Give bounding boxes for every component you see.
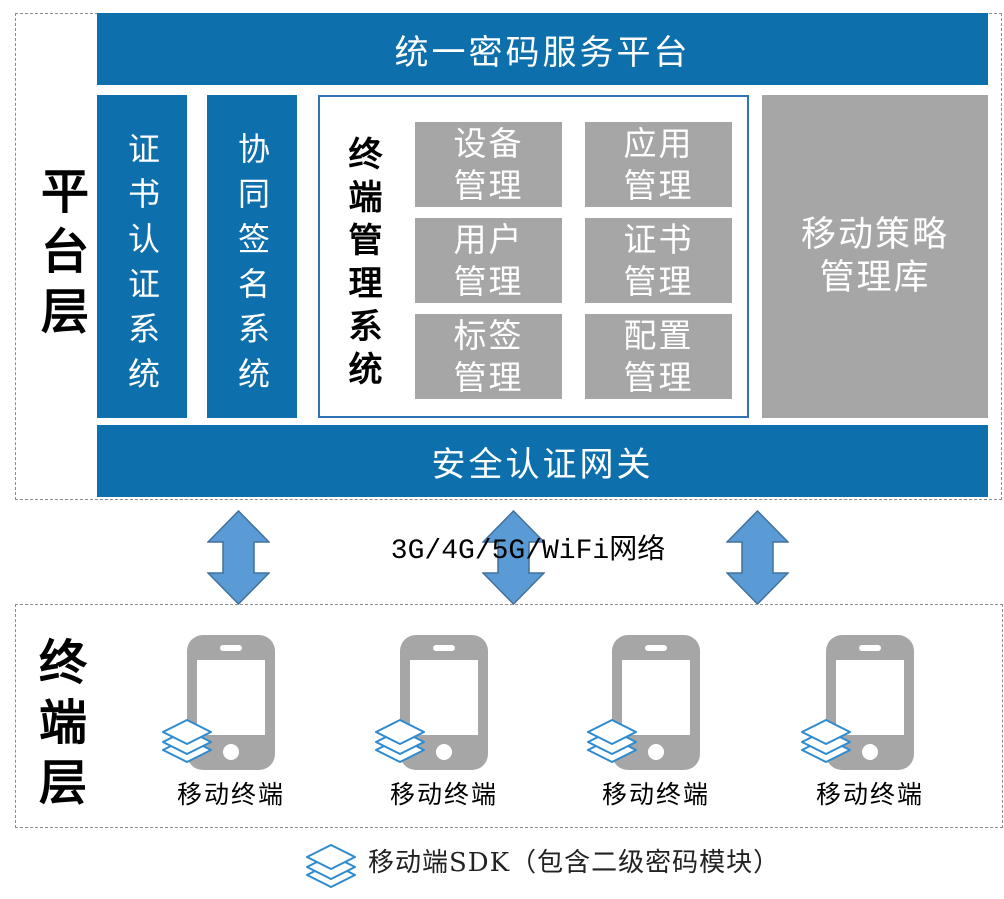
double-arrow-icon xyxy=(207,510,270,605)
terminal-mgmt-system-box: 终端管理系统 设备 管理 应用 管理 用户 管理 证书 管理 标签 管理 配置 … xyxy=(318,95,749,418)
module-line: 管理 xyxy=(623,165,694,205)
module-app-mgmt: 应用 管理 xyxy=(585,122,732,207)
module-line: 设备 xyxy=(453,123,524,163)
layers-icon xyxy=(587,719,637,763)
phone-screen xyxy=(410,660,478,735)
module-line: 管理 xyxy=(453,261,524,301)
phone-screen xyxy=(622,660,690,735)
terminal-mgmt-system-title: 终端管理系统 xyxy=(342,136,382,394)
mobile-phone-icon xyxy=(826,635,914,770)
module-tag-mgmt: 标签 管理 xyxy=(415,314,562,399)
mobile-policy-repo-box: 移动策略 管理库 xyxy=(762,95,988,418)
mobile-phone-icon xyxy=(400,635,488,770)
network-label: 3G/4G/5G/WiFi网络 xyxy=(390,536,666,567)
layers-icon xyxy=(306,844,356,888)
module-line: 应用 xyxy=(623,123,694,163)
module-line: 用户 xyxy=(453,219,524,259)
phone-speaker xyxy=(433,645,455,651)
unified-crypto-platform-label: 统一密码服务平台 xyxy=(394,32,691,73)
phone-speaker xyxy=(220,645,242,651)
module-line: 证书 xyxy=(623,219,694,259)
mobile-terminal: 移动终端 xyxy=(161,630,301,815)
mobile-phone-icon xyxy=(187,635,275,770)
module-line: 标签 xyxy=(453,315,524,355)
terminal-layer-label: 终端层 xyxy=(30,637,86,817)
platform-layer-label: 平台层 xyxy=(32,166,88,346)
module-user-mgmt: 用户 管理 xyxy=(415,218,562,303)
device-label: 移动终端 xyxy=(815,780,924,809)
policy-repo-line: 管理库 xyxy=(819,257,931,298)
module-device-mgmt: 设备 管理 xyxy=(415,122,562,207)
security-auth-gateway-bar: 安全认证网关 xyxy=(97,425,988,497)
phone-screen xyxy=(836,660,904,735)
cert-auth-system-label: 证书认证系统 xyxy=(123,132,161,402)
mobile-terminal: 移动终端 xyxy=(374,630,514,815)
device-label: 移动终端 xyxy=(176,780,285,809)
cert-auth-system-box: 证书认证系统 xyxy=(97,95,187,418)
mobile-phone-icon xyxy=(612,635,700,770)
policy-repo-line: 移动策略 xyxy=(800,214,949,255)
phone-home-button xyxy=(223,744,239,760)
module-line: 管理 xyxy=(623,261,694,301)
double-arrow-icon xyxy=(726,510,789,605)
mobile-terminal: 移动终端 xyxy=(586,630,726,815)
device-label: 移动终端 xyxy=(389,780,498,809)
device-label: 移动终端 xyxy=(601,780,710,809)
collab-sign-system-box: 协同签名系统 xyxy=(207,95,297,418)
unified-crypto-platform-bar: 统一密码服务平台 xyxy=(97,13,988,85)
phone-home-button xyxy=(436,744,452,760)
module-line: 管理 xyxy=(453,165,524,205)
module-line: 管理 xyxy=(453,357,524,397)
terminal-layer-frame xyxy=(15,604,1003,828)
legend-label: 移动端SDK（包含二级密码模块） xyxy=(368,848,781,878)
module-config-mgmt: 配置 管理 xyxy=(585,314,732,399)
module-line: 管理 xyxy=(623,357,694,397)
phone-speaker xyxy=(859,645,881,651)
phone-home-button xyxy=(862,744,878,760)
mobile-terminal: 移动终端 xyxy=(800,630,940,815)
layers-icon xyxy=(162,719,212,763)
phone-home-button xyxy=(648,744,664,760)
layers-icon xyxy=(801,719,851,763)
collab-sign-system-label: 协同签名系统 xyxy=(233,132,271,402)
layers-icon xyxy=(375,719,425,763)
module-cert-mgmt: 证书 管理 xyxy=(585,218,732,303)
module-line: 配置 xyxy=(623,315,694,355)
security-auth-gateway-label: 安全认证网关 xyxy=(431,444,654,485)
phone-speaker xyxy=(645,645,667,651)
phone-screen xyxy=(197,660,265,735)
